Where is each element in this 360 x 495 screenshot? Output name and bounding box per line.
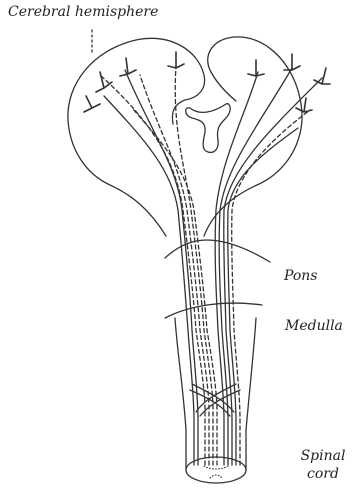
left-dashed-pathways	[100, 66, 217, 465]
medulla-label: Medulla	[285, 318, 343, 334]
pons-label: Pons	[284, 268, 317, 284]
medulla-right-outline	[246, 318, 256, 430]
left-neuron-cell-bodies	[84, 52, 184, 112]
spinal-cord-grey-matter	[204, 466, 228, 478]
left-hemisphere-outline	[68, 38, 205, 236]
spinal-cord-label-line2: cord	[292, 466, 354, 482]
spinal-cord-label-line1: Spinal	[292, 448, 354, 464]
cerebral-hemisphere-label: Cerebral hemisphere	[8, 4, 158, 20]
spinal-cord-cross-section	[186, 457, 246, 483]
right-solid-pathways	[215, 68, 322, 465]
medulla-outline	[175, 318, 186, 430]
pons-lower-outline	[165, 303, 262, 318]
ventricle	[186, 104, 230, 153]
spinal-cord-outline	[186, 430, 246, 470]
